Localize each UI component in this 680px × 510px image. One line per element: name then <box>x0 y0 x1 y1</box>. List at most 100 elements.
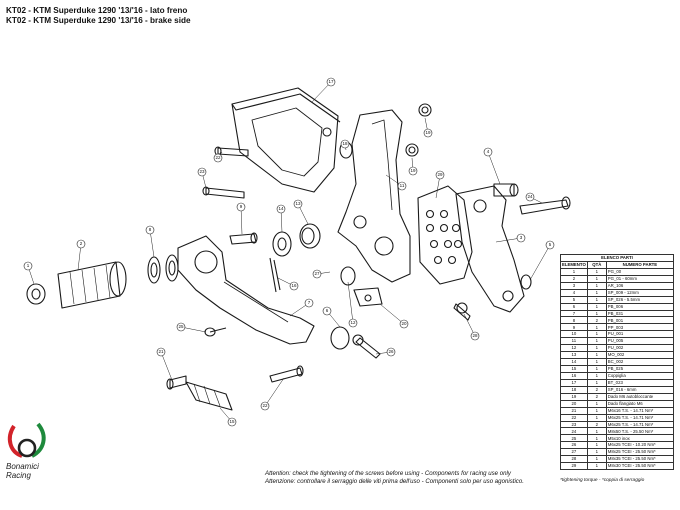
callout-13: 13 <box>293 199 303 209</box>
svg-text:21: 21 <box>158 349 164 354</box>
cell-qty: 1 <box>586 413 607 422</box>
part-spring-13 <box>299 223 321 249</box>
part-footpeg <box>57 261 127 309</box>
callout-8: 8 <box>145 225 155 235</box>
cell-part-number: SP_026 - 5.5mm <box>605 295 675 304</box>
svg-text:14: 14 <box>278 206 284 211</box>
cell-element: 11 <box>560 337 588 346</box>
svg-text:19: 19 <box>410 168 416 173</box>
cell-part-number: M8x35 TCEI - 25.50 Nm* <box>605 455 675 464</box>
callout-3: 3 <box>516 233 526 243</box>
brand-line-2: Racing <box>6 471 31 480</box>
cell-element: 1 <box>560 267 588 276</box>
svg-text:27: 27 <box>314 271 320 276</box>
cell-part-number: M6x25 T.S. - 14.71 Nm* <box>605 413 675 422</box>
parts-table-caption: ELENCO PARTI <box>560 254 674 262</box>
cell-part-number: PU_002 <box>605 344 675 353</box>
cell-qty: 1 <box>586 358 607 366</box>
cell-element: 6 <box>560 302 588 311</box>
part-bolt-26 <box>352 334 381 359</box>
svg-text:18: 18 <box>342 141 348 146</box>
svg-text:19: 19 <box>425 130 431 135</box>
svg-text:15: 15 <box>229 419 235 424</box>
cell-part-number: M6x25 TCEI - 10.20 Nm* <box>605 441 675 450</box>
cell-qty: 1 <box>586 455 607 464</box>
cell-element: 23 <box>560 420 588 429</box>
part-bolt-24 <box>519 196 571 215</box>
column-header-qty: QTÀ <box>586 260 607 269</box>
notice-italian: Attenzione: controllare il serraggio del… <box>265 478 524 486</box>
svg-text:17: 17 <box>328 79 334 84</box>
part-bushing-8b <box>165 254 179 282</box>
notice-english: Attention: check the tightening of the s… <box>265 470 511 477</box>
cell-part-number: PB_031 <box>605 309 675 318</box>
cell-qty: 1 <box>586 302 607 311</box>
callout-23: 23 <box>197 167 207 177</box>
parts-list-table: ELENCO PARTI ELEMENTO QTÀ NUMERO PARTE 1… <box>560 254 675 471</box>
callout-18a: 18 <box>340 139 350 149</box>
drawing-title: KT02 - KTM Superduke 1290 '13/'16 - lato… <box>6 6 191 26</box>
safety-notice: Attention: check the tightening of the s… <box>265 470 524 486</box>
svg-text:28: 28 <box>472 333 478 338</box>
cell-qty: 2 <box>586 392 607 401</box>
cell-element: 7 <box>560 309 588 318</box>
svg-text:9: 9 <box>240 204 243 209</box>
torque-note: *tightening torque - *coppia di serraggi… <box>560 478 645 483</box>
callout-20: 20 <box>399 319 409 329</box>
part-nut-20 <box>353 287 383 307</box>
cell-element: 15 <box>560 365 588 373</box>
part-bolt-23 <box>202 186 245 199</box>
part-bushing-8a <box>147 256 161 284</box>
part-spacer-5 <box>520 274 532 290</box>
cell-element: 10 <box>560 330 588 339</box>
svg-text:11: 11 <box>400 183 405 188</box>
cell-qty: 1 <box>586 448 607 457</box>
callout-5: 5 <box>545 240 555 250</box>
cell-part-number: BT_023 <box>605 378 675 387</box>
svg-text:8: 8 <box>149 227 152 232</box>
part-nut-19 <box>418 103 432 117</box>
callout-17: 17 <box>326 77 336 87</box>
callout-6: 6 <box>322 306 332 316</box>
cell-part-number: PB_006 <box>605 302 675 311</box>
svg-text:6: 6 <box>326 308 329 313</box>
callout-11: 11 <box>397 181 407 191</box>
cell-qty: 1 <box>586 399 607 408</box>
cell-element: 17 <box>560 378 588 387</box>
cell-qty: 1 <box>586 365 607 373</box>
cell-part-number: PG_00 <box>605 267 675 276</box>
cell-qty: 2 <box>586 385 607 394</box>
cell-element: 4 <box>560 288 588 297</box>
part-spacer-6 <box>330 326 350 350</box>
cell-qty: 1 <box>586 281 607 290</box>
cell-part-number: PP_003 <box>605 323 675 332</box>
callout-29: 29 <box>435 170 445 180</box>
cell-qty: 1 <box>586 344 607 353</box>
callout-14: 14 <box>276 204 286 214</box>
cell-element: 5 <box>560 295 588 304</box>
part-spacer-12 <box>340 266 356 286</box>
cell-element: 21 <box>560 406 588 415</box>
cell-element: 3 <box>560 281 588 290</box>
cell-element: 9 <box>560 323 588 332</box>
cell-element: 16 <box>560 371 588 380</box>
bonamici-logo-icon <box>7 422 46 458</box>
cell-element: 24 <box>560 427 588 436</box>
part-pin-16 <box>269 257 281 293</box>
cell-qty: 1 <box>586 434 607 443</box>
part-plate-heel <box>417 185 473 285</box>
part-bolt-22b <box>269 365 304 383</box>
cell-qty: 1 <box>586 295 607 304</box>
svg-text:20: 20 <box>401 321 407 326</box>
